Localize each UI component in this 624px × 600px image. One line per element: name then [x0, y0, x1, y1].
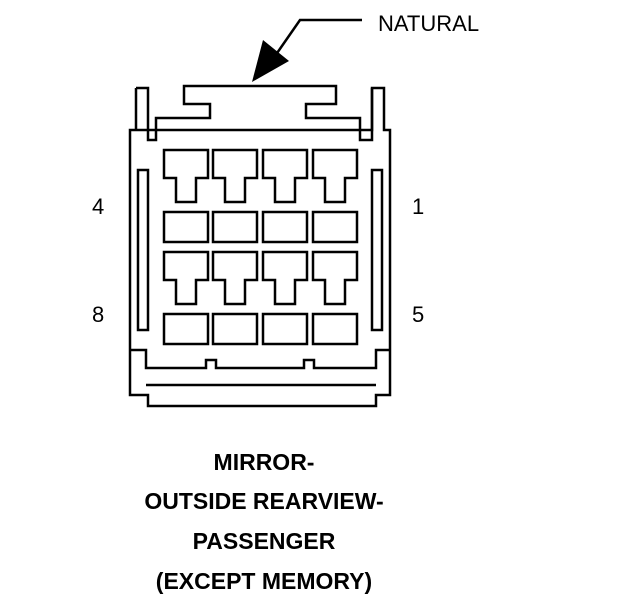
housing-outer [128, 86, 392, 408]
pin-label-5: 5 [412, 302, 424, 327]
terminal-lock-bottom-6 [261, 312, 309, 346]
right-latch-groove [370, 168, 384, 332]
terminal-cavity-top-3 [211, 148, 259, 204]
terminal-lock-bottom-8 [162, 312, 210, 346]
title-line-2: OUTSIDE REARVIEW- [144, 488, 383, 514]
terminal-lock-bottom-5 [311, 312, 359, 346]
title-line-3: PASSENGER [193, 528, 336, 554]
connector-housing [128, 84, 392, 408]
terminal-lock-top-2 [261, 210, 309, 244]
terminal-lock-top-1 [311, 210, 359, 244]
title-line-1: MIRROR- [214, 449, 315, 475]
title-line-4: (EXCEPT MEMORY) [156, 568, 372, 594]
terminal-lock-bottom-7 [211, 312, 259, 346]
terminal-cavity-bottom-5 [311, 250, 359, 306]
leader-line [273, 18, 362, 57]
terminal-cavity-top-4 [162, 148, 210, 204]
pin-label-1: 1 [412, 194, 424, 219]
color-label: NATURAL [378, 11, 479, 36]
pin-label-4: 4 [92, 194, 104, 219]
terminal-lock-top-3 [211, 210, 259, 244]
left-latch-groove [136, 168, 150, 332]
terminal-cavity-top-2 [261, 148, 309, 204]
housing-left-wall [136, 84, 374, 142]
terminal-cavity-bottom-7 [211, 250, 259, 306]
terminal-lock-top-4 [162, 210, 210, 244]
terminal-cavity-bottom-8 [162, 250, 210, 306]
pin-label-8: 8 [92, 302, 104, 327]
connector-title: MIRROR- OUTSIDE REARVIEW- PASSENGER (EXC… [144, 449, 383, 594]
color-leader [252, 18, 362, 82]
cavity-grid [162, 148, 359, 346]
housing-lower-ledge [130, 348, 390, 370]
terminal-cavity-bottom-6 [261, 250, 309, 306]
leader-arrowhead [252, 40, 289, 82]
terminal-cavity-top-1 [311, 148, 359, 204]
